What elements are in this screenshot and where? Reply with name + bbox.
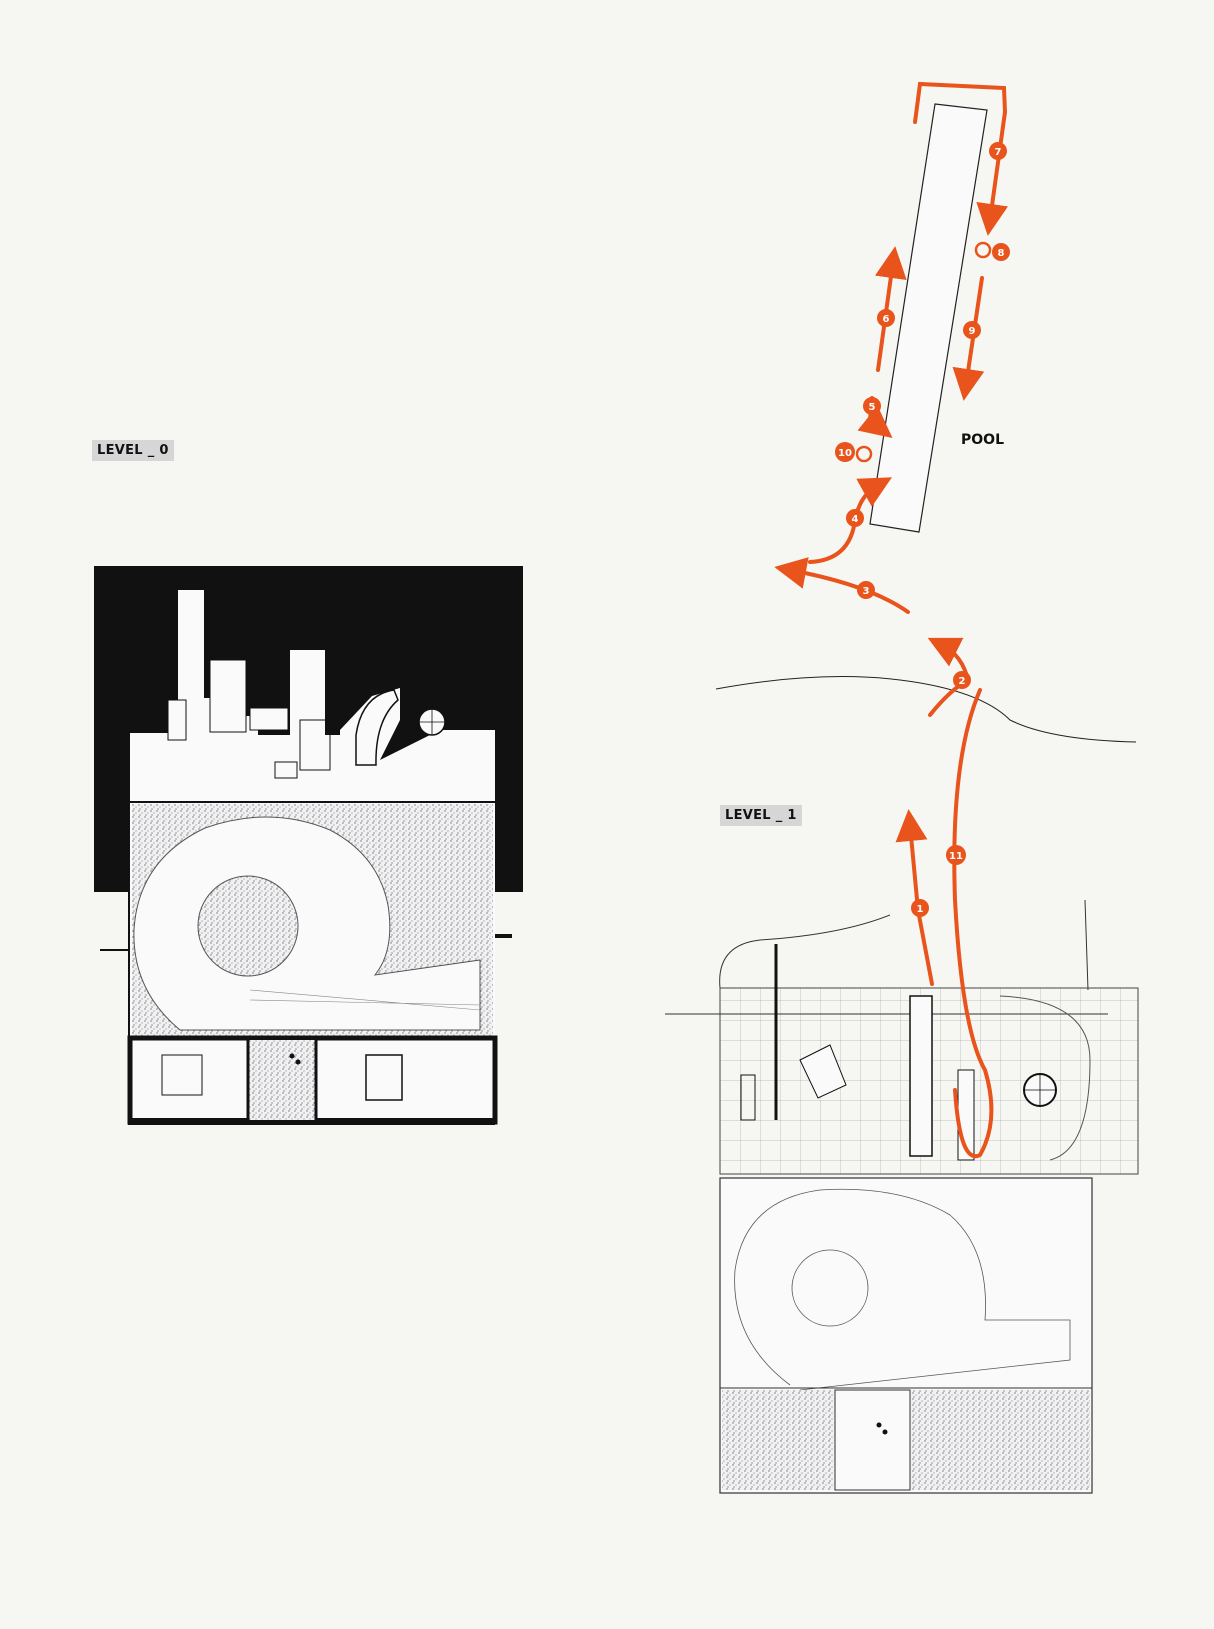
marker-9: 9 xyxy=(969,326,976,337)
level-0-plan xyxy=(94,566,523,1125)
marker-3: 3 xyxy=(863,586,870,597)
marker-8: 8 xyxy=(998,248,1005,259)
marker-10: 10 xyxy=(838,448,852,459)
level-0-gravel-island xyxy=(197,875,299,977)
level-0-curved-stair xyxy=(355,689,399,766)
level-1-gravel-left xyxy=(722,1390,835,1490)
level-1-label: LEVEL _ 1 xyxy=(720,805,802,826)
level-0-spiral-ramp xyxy=(133,816,481,1031)
marker-1: 1 xyxy=(917,904,924,915)
path-markers: 1 2 3 4 5 6 7 8 9 10 11 xyxy=(835,142,1010,917)
path-segment-11 xyxy=(952,688,994,1159)
path-segment-3 xyxy=(774,557,910,614)
marker-2: 2 xyxy=(959,676,966,687)
pool-outline: POOL xyxy=(869,103,1004,533)
level-0-entry-gravel xyxy=(248,1040,316,1120)
terrain-line xyxy=(715,676,1137,743)
marker-4: 4 xyxy=(852,514,859,525)
marker-5: 5 xyxy=(869,402,876,413)
marker-6: 6 xyxy=(883,314,890,325)
marker-11: 11 xyxy=(949,851,963,862)
level-1-spiral-outline xyxy=(734,1188,1071,1391)
level-1-plan xyxy=(665,899,1139,1494)
level-0-label: LEVEL _ 0 xyxy=(92,440,174,461)
path-segment-4 xyxy=(808,477,892,564)
marker-7: 7 xyxy=(995,147,1002,158)
pool-label: POOL xyxy=(961,432,1004,448)
level-1-gravel-right xyxy=(910,1390,1090,1490)
